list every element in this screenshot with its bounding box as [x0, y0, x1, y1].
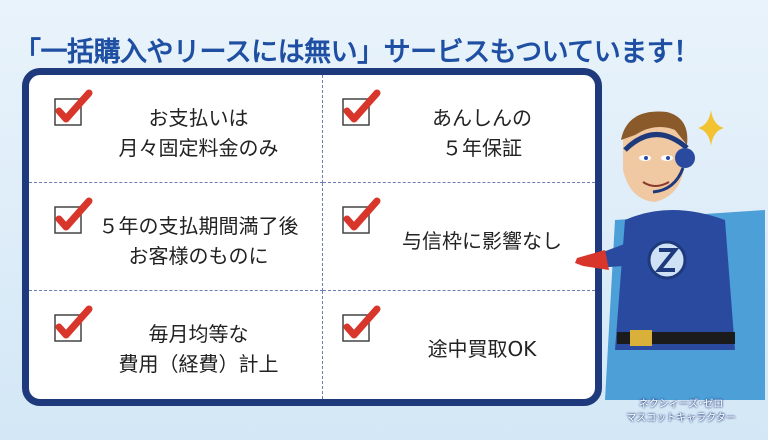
feature-item: あんしんの ５年保証: [323, 75, 595, 183]
feature-line: 毎月均等な: [148, 322, 249, 346]
features-card: お支払いは 月々固定料金のみ あんしんの ５年保証 ５年の支払期間満了後 お客様…: [22, 68, 602, 406]
checkbox-checked-icon: [342, 305, 381, 342]
feature-item: 与信枠に影響なし: [323, 183, 595, 291]
feature-line: お支払いは: [148, 105, 249, 130]
feature-line: ５年の支払期間満了後: [98, 213, 299, 238]
feature-line: あんしんの: [432, 105, 532, 130]
feature-item: ５年の支払期間満了後 お客様のものに: [29, 183, 323, 291]
caption-line: マスコットキャラクター: [626, 412, 736, 424]
feature-line: 月々固定料金のみ: [118, 135, 279, 160]
caption-line: ネクシィーズ･ゼロ: [638, 399, 724, 410]
feature-line: 費用（経費）計上: [118, 352, 279, 376]
feature-item: 毎月均等な 費用（経費）計上: [29, 291, 323, 399]
feature-line: 与信枠に影響なし: [402, 228, 562, 253]
mascot-caption: ネクシィーズ･ゼロ マスコットキャラクター: [606, 398, 756, 425]
mascot-illustration: [575, 111, 765, 400]
checkbox-checked-icon: [342, 89, 381, 126]
feature-item: 途中買取OK: [323, 291, 595, 399]
feature-line: ５年保証: [442, 135, 522, 160]
sparkle-icon: [698, 110, 724, 146]
feature-line: 途中買取OK: [427, 337, 537, 361]
checkbox-checked-icon: [54, 197, 93, 234]
checkbox-checked-icon: [54, 305, 93, 342]
checkbox-checked-icon: [54, 89, 93, 126]
headline: 「一括購入やリースには無い」サービスもついています！: [14, 37, 700, 68]
feature-item: お支払いは 月々固定料金のみ: [29, 75, 323, 183]
checkbox-checked-icon: [342, 197, 381, 234]
feature-line: お客様のものに: [128, 243, 269, 268]
